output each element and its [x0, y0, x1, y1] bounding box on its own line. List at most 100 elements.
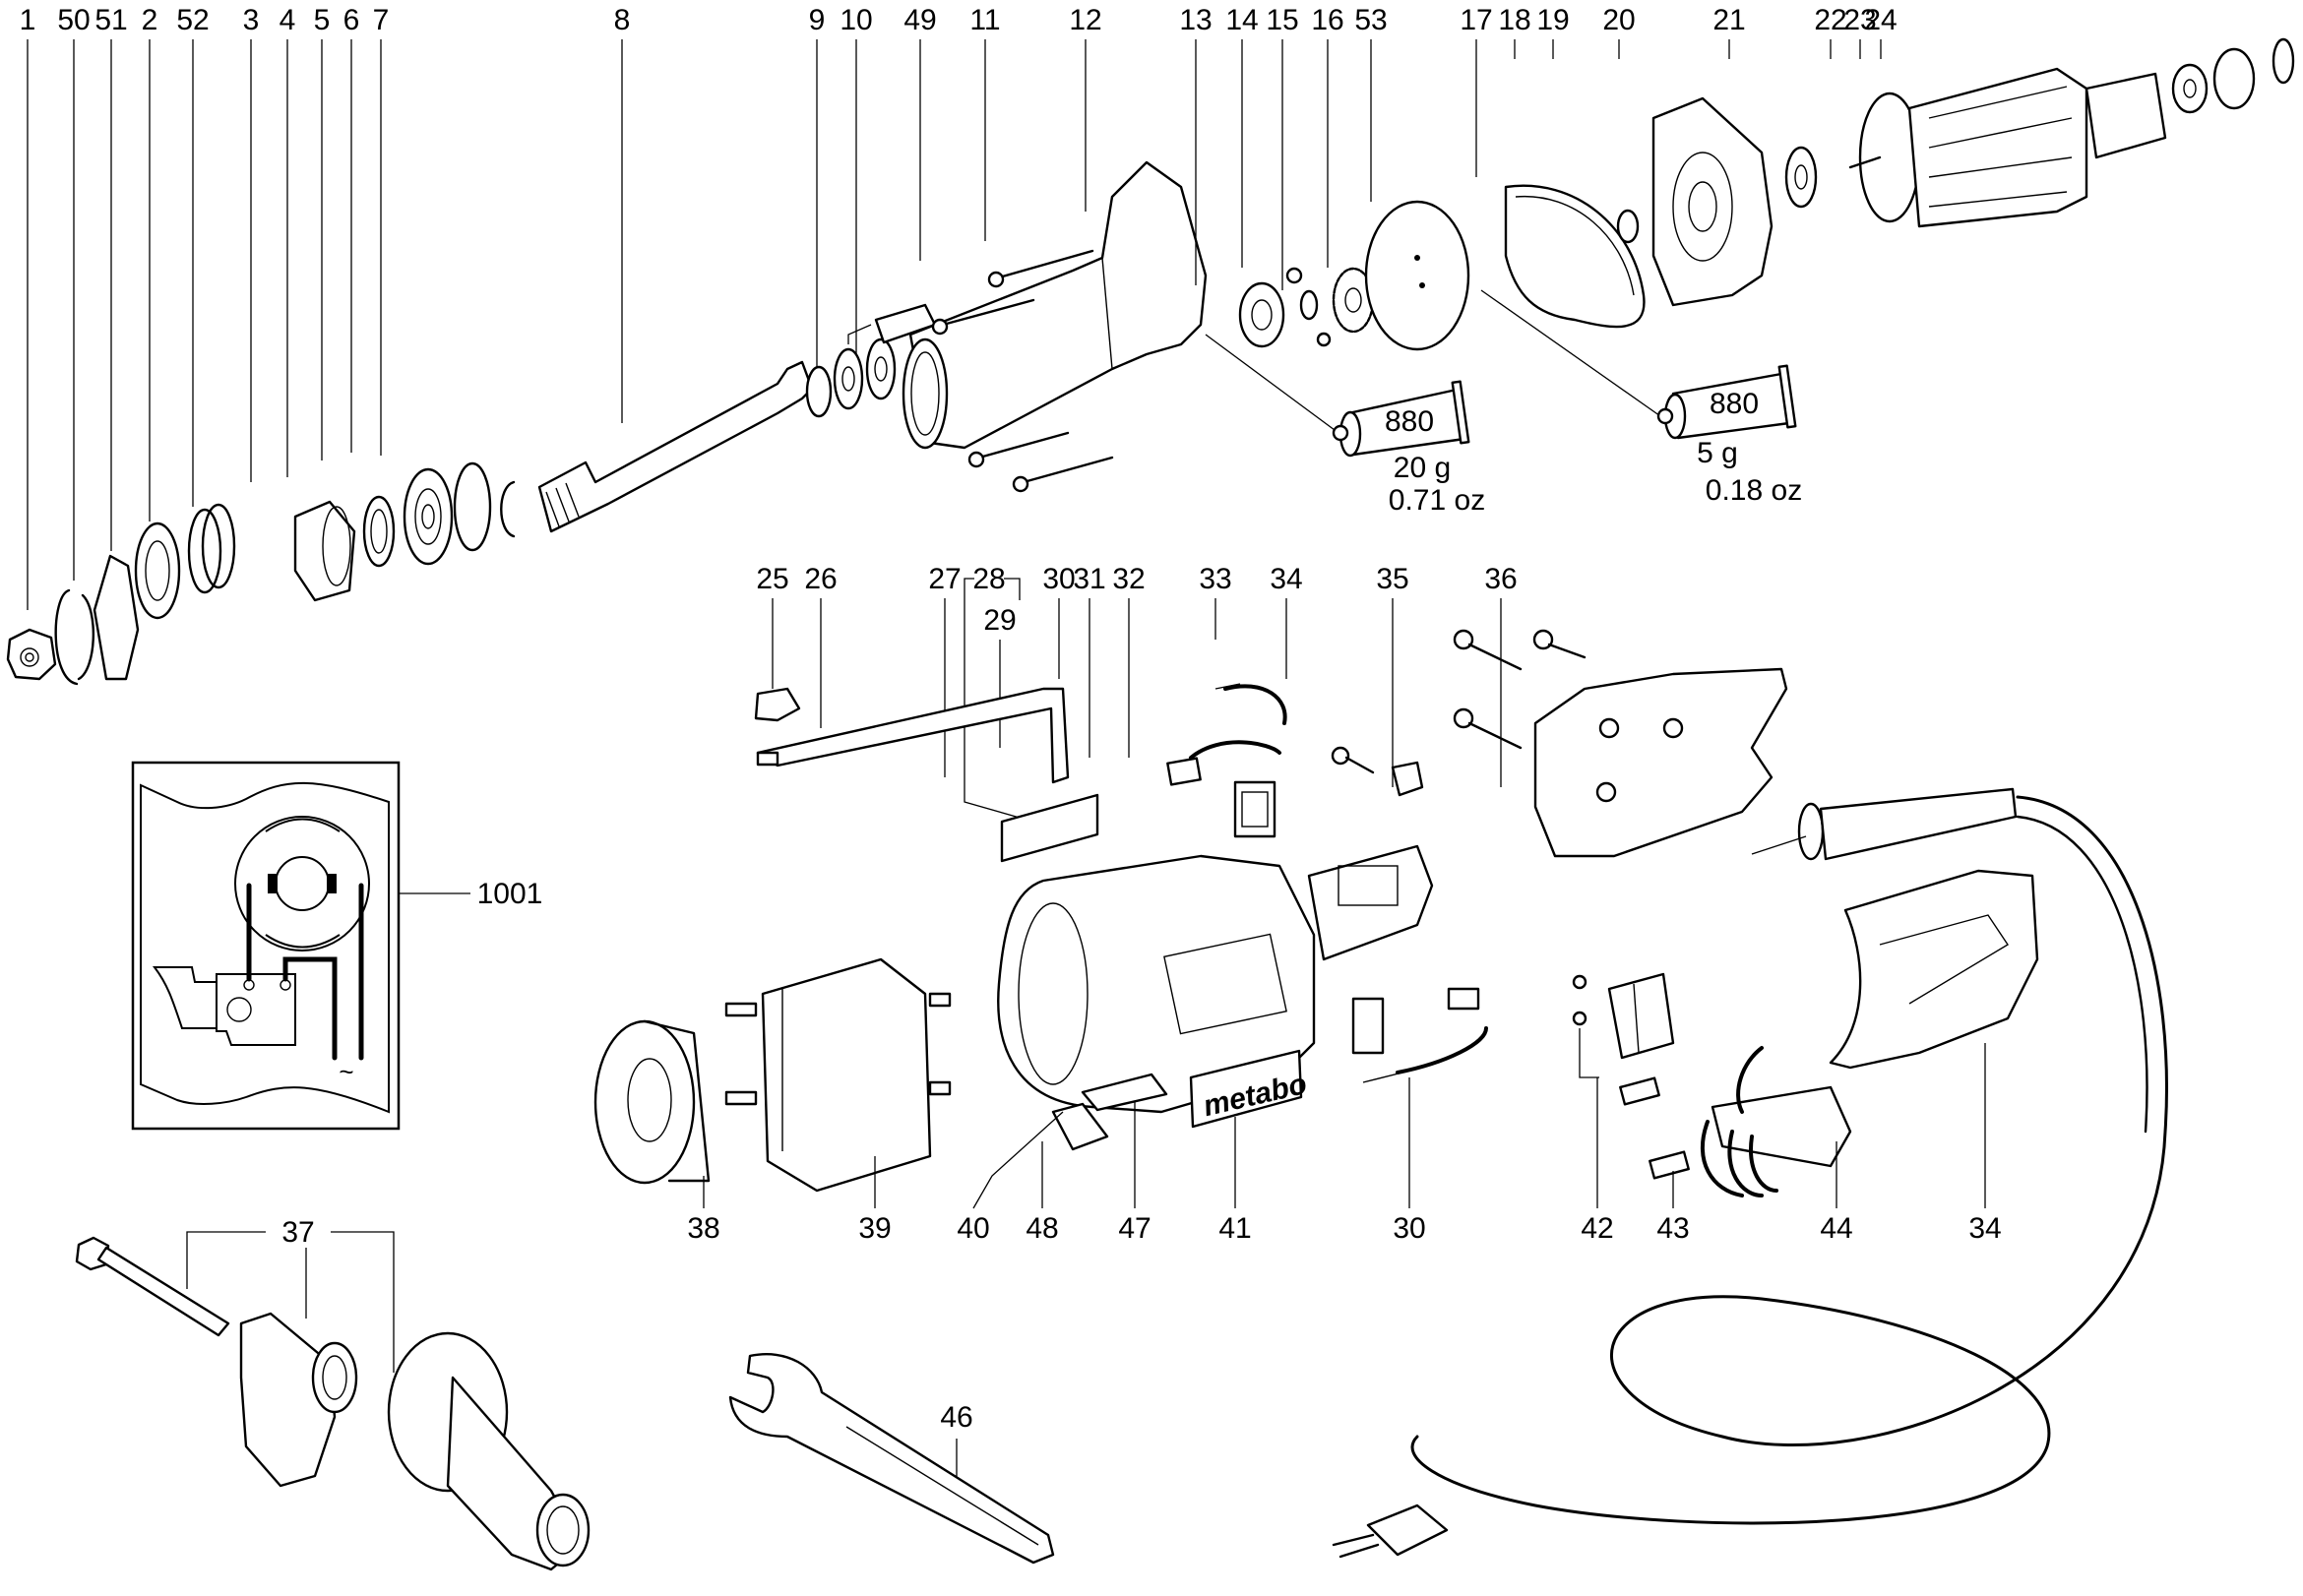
callout-23: 23 [1843, 4, 1876, 36]
part-9-washer [805, 365, 833, 418]
part-43-capacitor-a [1619, 1076, 1660, 1106]
part-43-capacitor-b [1649, 1150, 1690, 1180]
part-42-terminal-block [1572, 972, 1675, 1078]
part-14-screw [1285, 267, 1303, 284]
callout-51: 51 [94, 4, 127, 36]
middle-leaders [772, 578, 1502, 823]
callout-19: 19 [1536, 4, 1569, 36]
callout-22: 22 [1814, 4, 1846, 36]
part-27-label-card [1000, 793, 1099, 863]
callout-14: 14 [1225, 4, 1258, 36]
callout-17: 17 [1460, 4, 1492, 36]
callout-24: 24 [1864, 4, 1897, 36]
callout-31: 31 [1073, 563, 1105, 595]
part-23-sleeve [2212, 47, 2256, 110]
part-30-brush-lower [1351, 987, 1488, 1083]
callout-44: 44 [1820, 1212, 1852, 1245]
part-25-slide-button [754, 687, 801, 722]
part-32-clip [1391, 761, 1424, 797]
callout-9: 9 [809, 4, 826, 36]
callout-2: 2 [142, 4, 158, 36]
part-21-armature [1728, 39, 2167, 228]
part-39-field-coil [724, 957, 952, 1193]
part-48-label-strip [1051, 1102, 1109, 1151]
part-12-gear-housing [902, 160, 1208, 450]
part-19-bearing-plate [1552, 39, 1774, 307]
part-7-c-clip [500, 480, 516, 538]
callout-33: 33 [1199, 563, 1231, 595]
callout-42: 42 [1581, 1212, 1613, 1245]
callout-34-top: 34 [1270, 563, 1302, 595]
part-15-washer [1299, 289, 1319, 321]
middle-callouts: 25 26 27 28 29 30 31 32 33 34 35 36 [756, 563, 1517, 637]
grease-tube-1-weight-oz: 0.71 oz [1389, 484, 1485, 517]
part-26-switch-rod [756, 687, 1070, 784]
part-4-ring [362, 495, 396, 568]
part-8-spindle [537, 360, 814, 533]
grease-tube-1-label: 880 [1385, 405, 1434, 438]
ac-symbol: ~ [339, 1057, 353, 1086]
part-24-disk [2272, 37, 2295, 85]
callout-35: 35 [1376, 563, 1408, 595]
part-31-screw [1331, 746, 1375, 774]
part-22-bearing [2171, 63, 2209, 114]
callout-28: 28 [972, 563, 1005, 595]
callout-40: 40 [957, 1212, 989, 1245]
top-callouts: 1 50 51 2 52 3 4 5 6 7 8 9 10 49 11 12 1… [20, 4, 1898, 36]
callout-30: 30 [1042, 563, 1075, 595]
grease-tube-1-weight: 20 g [1394, 452, 1451, 484]
part-33-screws [1453, 629, 1587, 750]
grease-tube-2-weight-oz: 0.18 oz [1706, 474, 1802, 507]
callout-27: 27 [928, 563, 961, 595]
callout-49: 49 [903, 4, 936, 36]
part-53-disk [1364, 39, 1470, 351]
callout-36: 36 [1484, 563, 1517, 595]
part-51-plate [93, 554, 140, 681]
part-34-handle-half-lower [1829, 869, 2039, 1070]
top-leaders [27, 39, 1087, 610]
callout-11: 11 [969, 4, 1000, 36]
part-46-wrench: 46 [728, 1353, 1055, 1565]
grease-tube-2-label: 880 [1710, 388, 1759, 420]
bottom-leaders [703, 1043, 1986, 1209]
part-50-circlip [54, 588, 95, 686]
part-10-washer-b [865, 338, 897, 400]
wiring-inset: ~ 1001 [131, 761, 543, 1131]
part-29-carbon-brush [1166, 740, 1281, 786]
callout-43: 43 [1656, 1212, 1689, 1245]
grease-tube-1: 880 20 g 0.71 oz [1205, 334, 1485, 517]
part-37-side-handle: 37 [75, 1216, 591, 1571]
part-14b-screw [1316, 332, 1332, 347]
callout-47: 47 [1118, 1212, 1151, 1245]
callout-15: 15 [1266, 4, 1298, 36]
callout-3: 3 [243, 4, 260, 36]
part-6-o-ring [453, 461, 492, 552]
bottom-callouts: 38 39 40 48 47 41 30 42 43 44 34 [687, 1212, 2001, 1245]
part-17-gasket [1475, 39, 1646, 329]
part-5-bearing [403, 467, 454, 566]
callout-29: 29 [983, 604, 1016, 637]
callout-5: 5 [314, 4, 331, 36]
part-35-cable-sleeve [1751, 787, 2018, 861]
part-44-switch [1701, 1046, 1852, 1197]
part-30-brush-top [1214, 683, 1287, 725]
callout-26: 26 [804, 563, 837, 595]
part-40-motor-housing [997, 844, 1434, 1114]
callout-32: 32 [1112, 563, 1145, 595]
grease-tube-2: 880 5 g 0.18 oz [1656, 364, 1802, 507]
callout-18: 18 [1498, 4, 1530, 36]
callout-25: 25 [756, 563, 788, 595]
callout-6: 6 [343, 4, 360, 36]
callout-20: 20 [1602, 4, 1635, 36]
callout-12: 12 [1069, 4, 1101, 36]
callout-46: 46 [940, 1401, 972, 1434]
callout-10: 10 [840, 4, 872, 36]
callout-8: 8 [614, 4, 631, 36]
callout-48: 48 [1026, 1212, 1058, 1245]
callout-1001: 1001 [477, 878, 543, 910]
part-28-brush-holder [1233, 780, 1276, 838]
part-11-screws [931, 249, 1114, 493]
callout-53: 53 [1354, 4, 1387, 36]
plug [1366, 1504, 1449, 1557]
